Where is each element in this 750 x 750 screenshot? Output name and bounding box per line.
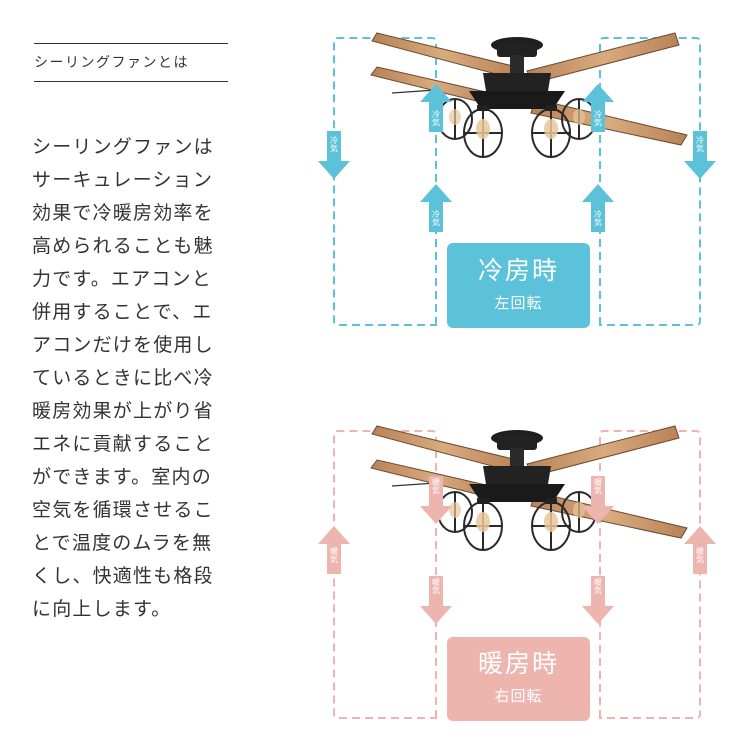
heading-top-rule (34, 43, 228, 44)
text-line: くし、快適性も格段 (32, 565, 214, 587)
heating-diagram: 暖気 暖気 暖気 暖気 暖気 暖気 暖房時 右回転 (318, 425, 716, 721)
text-line: 暖房効果が上がり省 (32, 400, 214, 422)
warm-air-label: 暖気 (594, 578, 603, 595)
warm-air-label: 暖気 (432, 578, 441, 595)
cool-air-label: 冷気 (432, 109, 441, 127)
heating-mode-badge (447, 637, 590, 721)
text-line: に向上します。 (32, 598, 172, 620)
cool-air-label: 冷気 (330, 135, 339, 153)
cool-air-label: 冷気 (432, 209, 441, 227)
warm-air-label: 暖気 (696, 547, 705, 564)
cooling-mode-badge (447, 243, 590, 328)
cooling-right-loop (599, 37, 701, 326)
text-line: ているときに比べ冷 (32, 367, 214, 389)
cool-air-label: 冷気 (696, 135, 705, 153)
cooling-diagram: 冷気 冷気 冷気 冷気 冷気 冷気 冷房時 左回転 (318, 32, 716, 328)
text-line: 効果で冷暖房効率を (32, 202, 214, 224)
text-line: ができます。室内の (32, 466, 212, 488)
warm-air-label: 暖気 (594, 478, 603, 495)
ceiling-fan-image (370, 425, 688, 551)
heating-mode-title: 暖房時 (478, 649, 559, 678)
text-line: エネに貢献すること (32, 433, 214, 455)
warm-air-label: 暖気 (432, 478, 441, 495)
heading-bottom-rule (34, 81, 228, 82)
text-line: 力です。エアコンと (32, 268, 212, 290)
heating-right-loop (599, 430, 701, 719)
text-line: シーリングファンは (32, 136, 214, 158)
text-line: 高められることも魅 (32, 235, 214, 257)
text-line: とで温度のムラを無 (32, 532, 213, 554)
description-text: シーリングファンは サーキュレーション 効果で冷暖房効率を 高められることも魅 … (32, 131, 242, 626)
text-line: 併用することで、エ (32, 301, 213, 323)
cool-air-label: 冷気 (594, 209, 603, 227)
text-line: 空気を循環させるこ (32, 499, 214, 521)
section-heading: シーリングファンとは (34, 55, 189, 71)
heating-mode-rotation: 右回転 (494, 687, 542, 705)
warm-air-label: 暖気 (330, 547, 339, 564)
cool-air-label: 冷気 (594, 109, 603, 127)
cooling-mode-rotation: 左回転 (494, 294, 542, 312)
text-line: サーキュレーション (32, 169, 214, 191)
ceiling-fan-image (370, 32, 688, 158)
cooling-mode-title: 冷房時 (478, 256, 559, 285)
text-line: アコンだけを使用し (32, 334, 214, 356)
